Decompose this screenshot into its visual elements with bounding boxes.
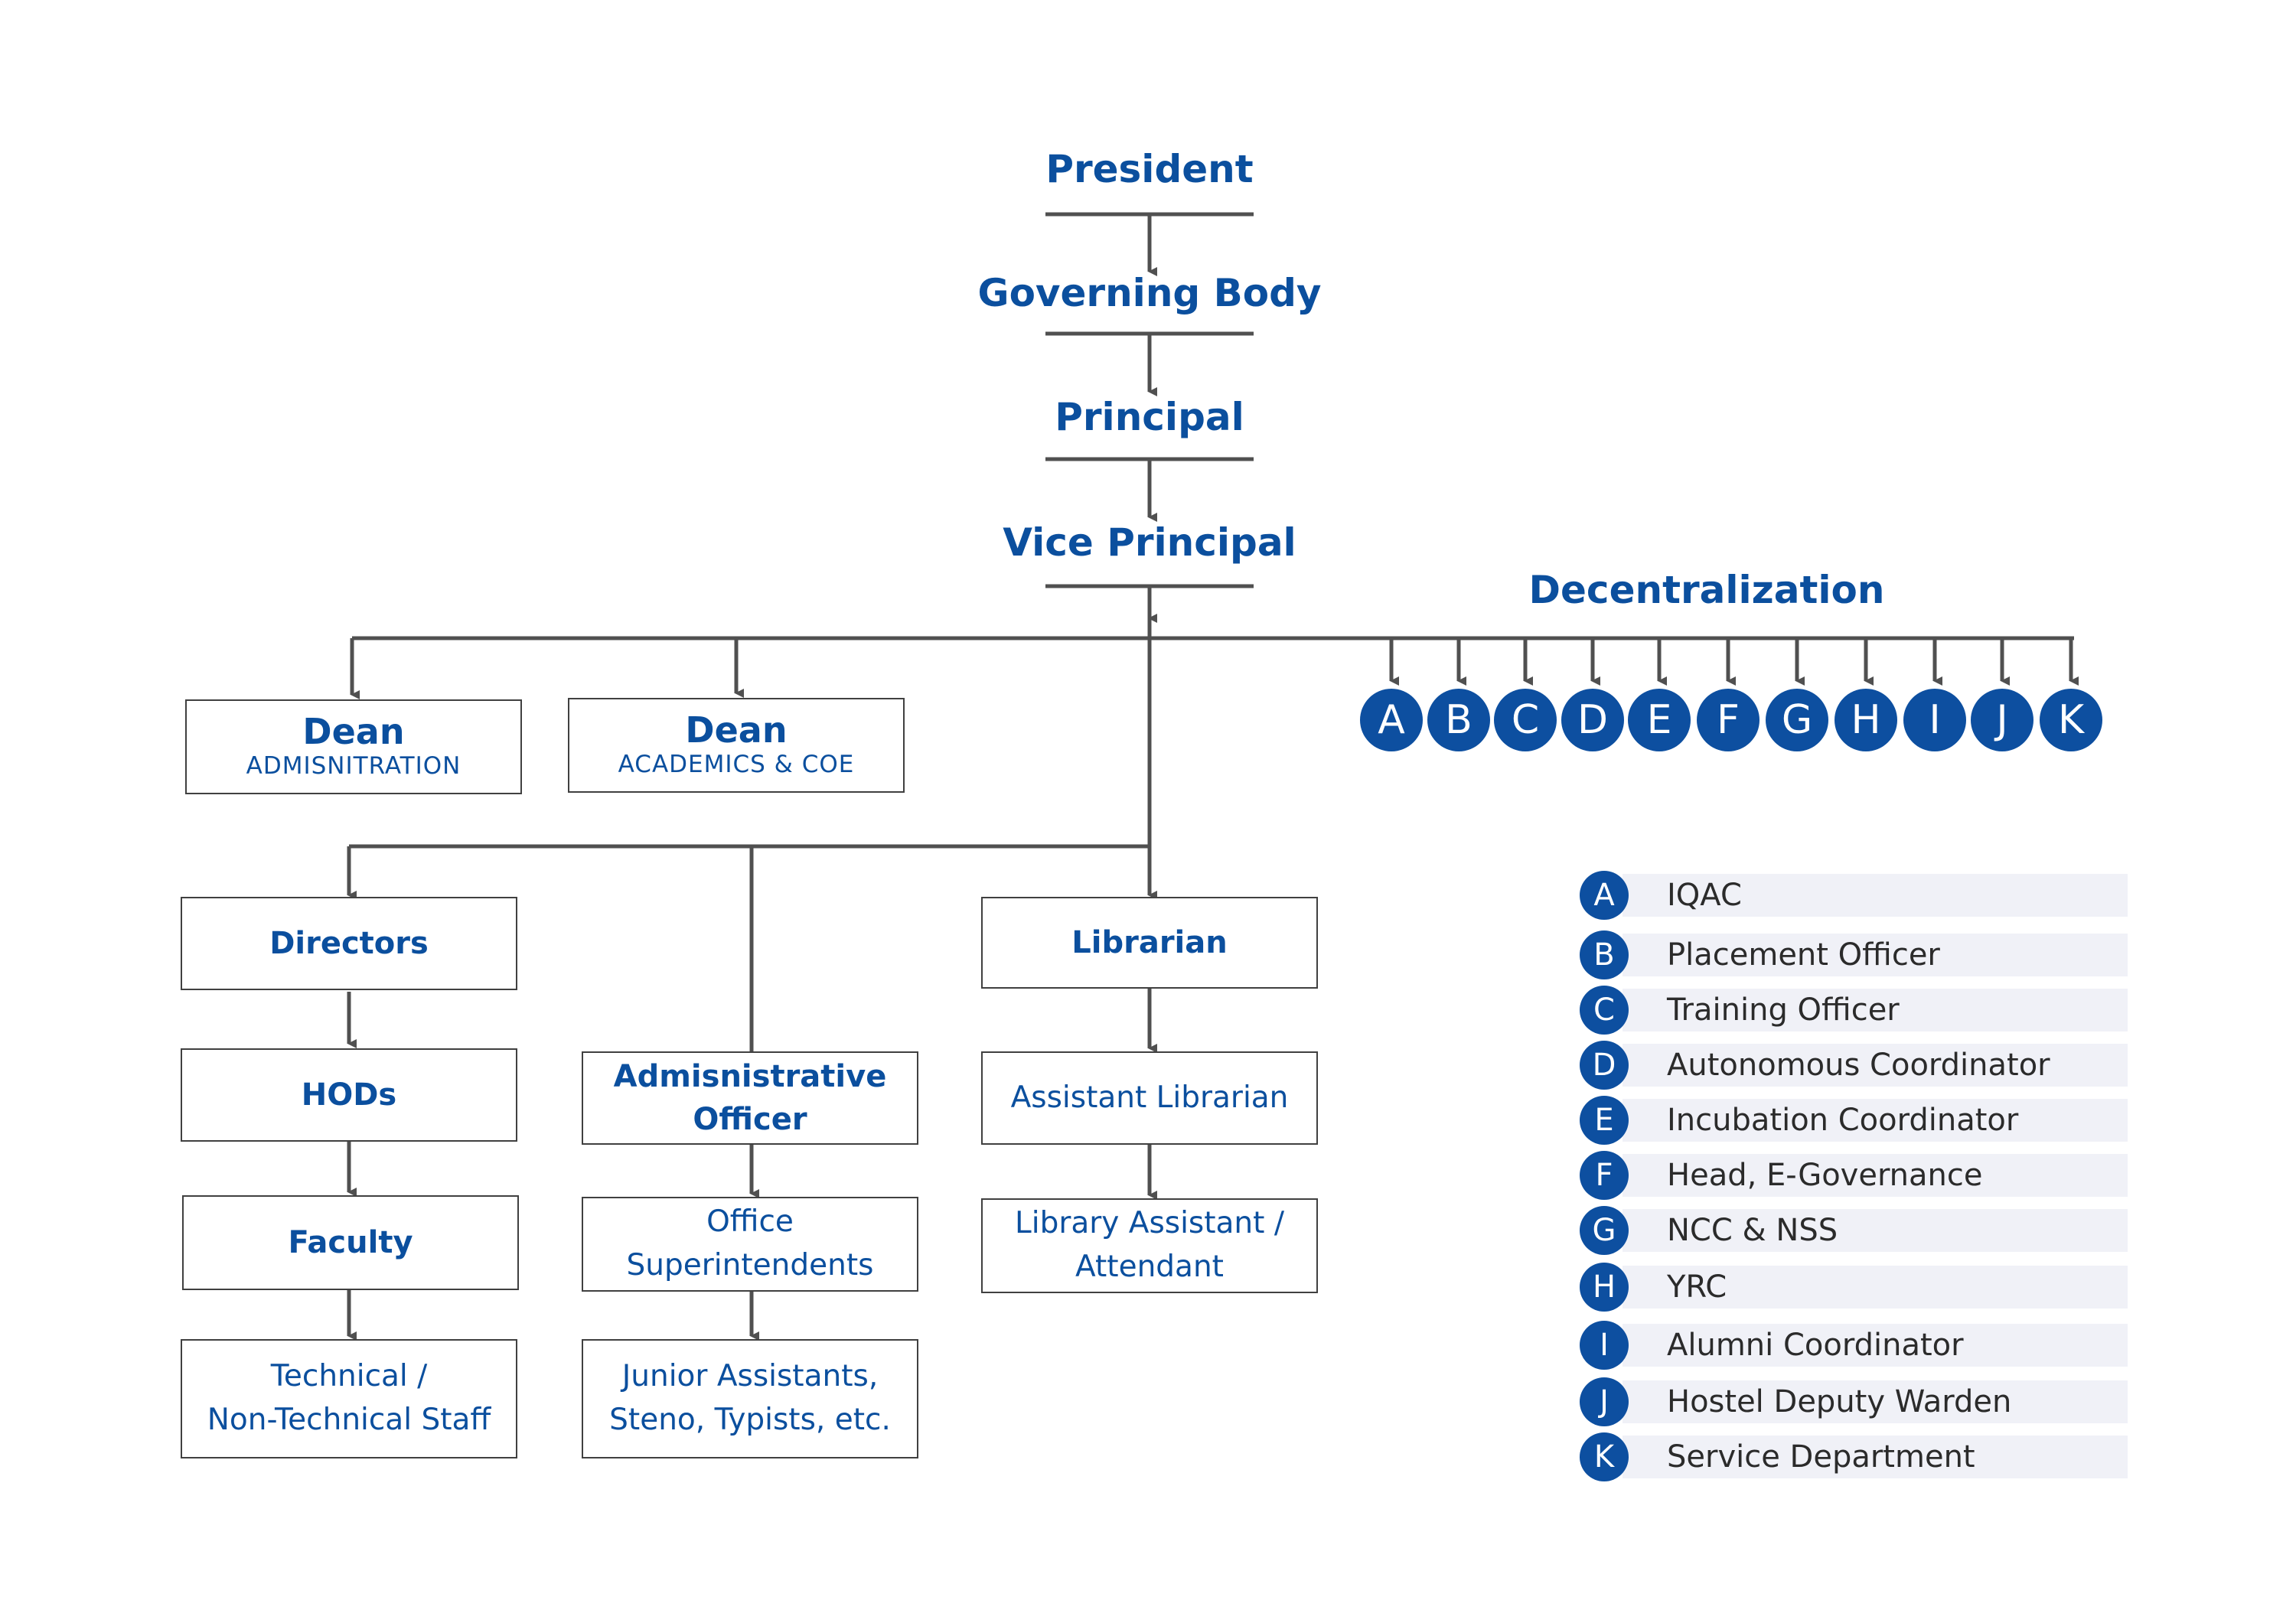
legend-row-g: G NCC & NSS: [1577, 1206, 2128, 1255]
legend-label: YRC: [1667, 1269, 1727, 1305]
legend-row-b: B Placement Officer: [1577, 930, 2128, 979]
legend-letter-badge: F: [1580, 1151, 1629, 1200]
legend-row-background: [1623, 1436, 2128, 1478]
dean-academics-title: Dean: [685, 709, 788, 751]
legend-row-k: K Service Department: [1577, 1432, 2128, 1481]
decentralization-circle-b: B: [1427, 689, 1490, 751]
administrative-officer-line2: Officer: [693, 1102, 807, 1137]
legend-label: Autonomous Coordinator: [1667, 1048, 2050, 1083]
decentralization-circle-k: K: [2040, 689, 2102, 751]
legend-label: Hostel Deputy Warden: [1667, 1384, 2012, 1419]
legend-row-j: J Hostel Deputy Warden: [1577, 1377, 2128, 1426]
dean-academics-subtitle: ACADEMICS & COE: [618, 750, 855, 778]
legend-letter-badge: G: [1580, 1206, 1629, 1255]
legend-row-f: F Head, E-Governance: [1577, 1151, 2128, 1200]
legend-row-e: E Incubation Coordinator: [1577, 1096, 2128, 1145]
decentralization-circle-d: D: [1561, 689, 1624, 751]
dean-administration-subtitle: ADMISNITRATION: [246, 751, 461, 780]
office-superintendents-box: Office Superintendents: [582, 1197, 918, 1292]
legend-row-c: C Training Officer: [1577, 986, 2128, 1035]
legend-row-background: [1623, 1044, 2128, 1087]
dean-academics-box: Dean ACADEMICS & COE: [568, 698, 905, 793]
legend-letter-badge: K: [1580, 1432, 1629, 1481]
dean-administration-box: Dean ADMISNITRATION: [185, 699, 522, 794]
junior-assistants-line1: Junior Assistants,: [621, 1359, 879, 1394]
administrative-officer-box: Admisnistrative Officer: [582, 1051, 918, 1145]
library-assistant-line2: Attendant: [1075, 1250, 1224, 1284]
legend-row-background: [1623, 1099, 2128, 1142]
president-title: President: [1045, 147, 1254, 191]
legend-label: Service Department: [1667, 1439, 1975, 1475]
decentralization-circle-j: J: [1971, 689, 2033, 751]
dean-administration-title: Dean: [302, 711, 405, 753]
legend-row-background: [1623, 1324, 2128, 1367]
directors-box: Directors: [181, 897, 517, 990]
legend-row-background: [1623, 1154, 2128, 1197]
hods-box: HODs: [181, 1048, 517, 1142]
legend-label: Incubation Coordinator: [1667, 1103, 2019, 1138]
legend-row-background: [1623, 1209, 2128, 1252]
legend-letter-badge: E: [1580, 1096, 1629, 1145]
legend-label: Placement Officer: [1667, 937, 1940, 973]
decentralization-circle-e: E: [1628, 689, 1691, 751]
governing-body-title: Governing Body: [977, 271, 1322, 315]
legend-letter-badge: B: [1580, 930, 1629, 979]
decentralization-circle-g: G: [1766, 689, 1828, 751]
legend-letter-badge: H: [1580, 1263, 1629, 1312]
decentralization-circle-f: F: [1697, 689, 1760, 751]
decentralization-circle-c: C: [1494, 689, 1557, 751]
assistant-librarian-box: Assistant Librarian: [981, 1051, 1318, 1145]
legend-row-i: I Alumni Coordinator: [1577, 1321, 2128, 1370]
legend-letter-badge: C: [1580, 986, 1629, 1035]
legend-row-background: [1623, 934, 2128, 976]
office-superintendents-line2: Superintendents: [626, 1248, 874, 1282]
technical-staff-line1: Technical /: [270, 1359, 428, 1394]
library-assistant-box: Library Assistant / Attendant: [981, 1198, 1318, 1293]
legend-label: Alumni Coordinator: [1667, 1328, 1964, 1363]
junior-assistants-line2: Steno, Typists, etc.: [609, 1403, 891, 1437]
legend-label: Head, E-Governance: [1667, 1158, 1983, 1193]
legend-letter-badge: A: [1580, 871, 1629, 920]
legend-label: NCC & NSS: [1667, 1213, 1838, 1248]
decentralization-circle-h: H: [1835, 689, 1897, 751]
library-assistant-line1: Library Assistant /: [1015, 1206, 1284, 1241]
administrative-officer-line1: Admisnistrative: [613, 1059, 887, 1094]
legend-letter-badge: J: [1580, 1377, 1629, 1426]
legend-label: IQAC: [1667, 878, 1742, 913]
legend-row-background: [1623, 1380, 2128, 1423]
legend-letter-badge: I: [1580, 1321, 1629, 1370]
legend-row-background: [1623, 874, 2128, 917]
librarian-box: Librarian: [981, 897, 1318, 989]
legend-label: Training Officer: [1667, 992, 1900, 1028]
decentralization-circle-a: A: [1360, 689, 1423, 751]
technical-staff-line2: Non-Technical Staff: [207, 1403, 491, 1437]
legend-row-d: D Autonomous Coordinator: [1577, 1041, 2128, 1090]
legend-row-background: [1623, 989, 2128, 1031]
legend-row-background: [1623, 1266, 2128, 1309]
decentralization-title: Decentralization: [1528, 568, 1885, 612]
legend-letter-badge: D: [1580, 1041, 1629, 1090]
faculty-box: Faculty: [182, 1195, 519, 1290]
vice-principal-title: Vice Principal: [1003, 520, 1296, 565]
office-superintendents-line1: Office: [706, 1204, 794, 1240]
technical-staff-box: Technical / Non-Technical Staff: [181, 1339, 517, 1458]
legend-row-h: H YRC: [1577, 1263, 2128, 1312]
principal-title: Principal: [1055, 395, 1244, 439]
decentralization-circle-i: I: [1903, 689, 1966, 751]
junior-assistants-box: Junior Assistants, Steno, Typists, etc.: [582, 1339, 918, 1458]
legend-row-a: A IQAC: [1577, 871, 2128, 920]
